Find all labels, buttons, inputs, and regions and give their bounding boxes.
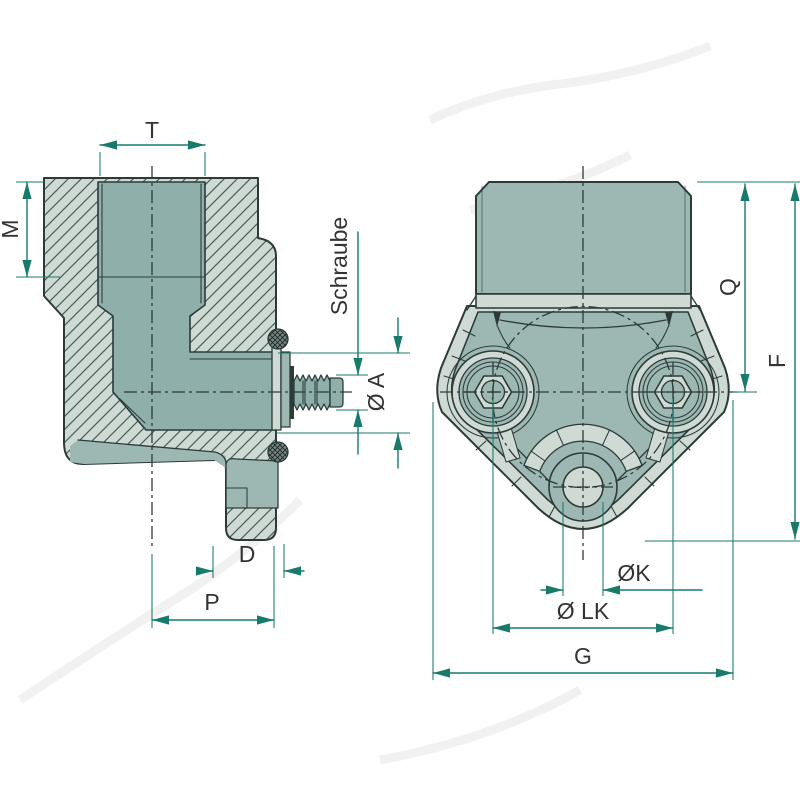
dim-label-m: M xyxy=(0,219,23,238)
dim-label-olk: Ø LK xyxy=(557,598,610,624)
dim-label-schraube: Schraube xyxy=(326,217,352,315)
o-ring-upper xyxy=(267,328,289,350)
bolt-circle xyxy=(491,305,675,489)
stud-tip xyxy=(329,377,344,408)
elbow-channel xyxy=(97,181,277,431)
dim-label-t: T xyxy=(145,117,159,143)
right-dimensions: Q F ØK Ø LK G xyxy=(432,181,800,680)
left-dimensions: T M Schraube Ø A D xyxy=(0,117,410,628)
right-centerlines xyxy=(440,166,737,560)
o-ring-lower xyxy=(267,441,289,463)
stud-and-seal-face xyxy=(267,328,344,463)
dim-label-oa: Ø A xyxy=(363,372,389,411)
dim-label-ok: ØK xyxy=(617,560,651,586)
left-view-section: T M Schraube Ø A D xyxy=(0,117,410,628)
body-outer-surface xyxy=(70,439,279,509)
dim-label-f: F xyxy=(764,354,790,368)
dim-label-q: Q xyxy=(715,278,741,296)
left-centerlines xyxy=(124,166,352,550)
dim-label-d: D xyxy=(239,541,256,567)
dim-label-g: G xyxy=(574,643,592,669)
right-view-front: Q F ØK Ø LK G xyxy=(432,166,800,680)
dim-label-p: P xyxy=(204,589,219,615)
